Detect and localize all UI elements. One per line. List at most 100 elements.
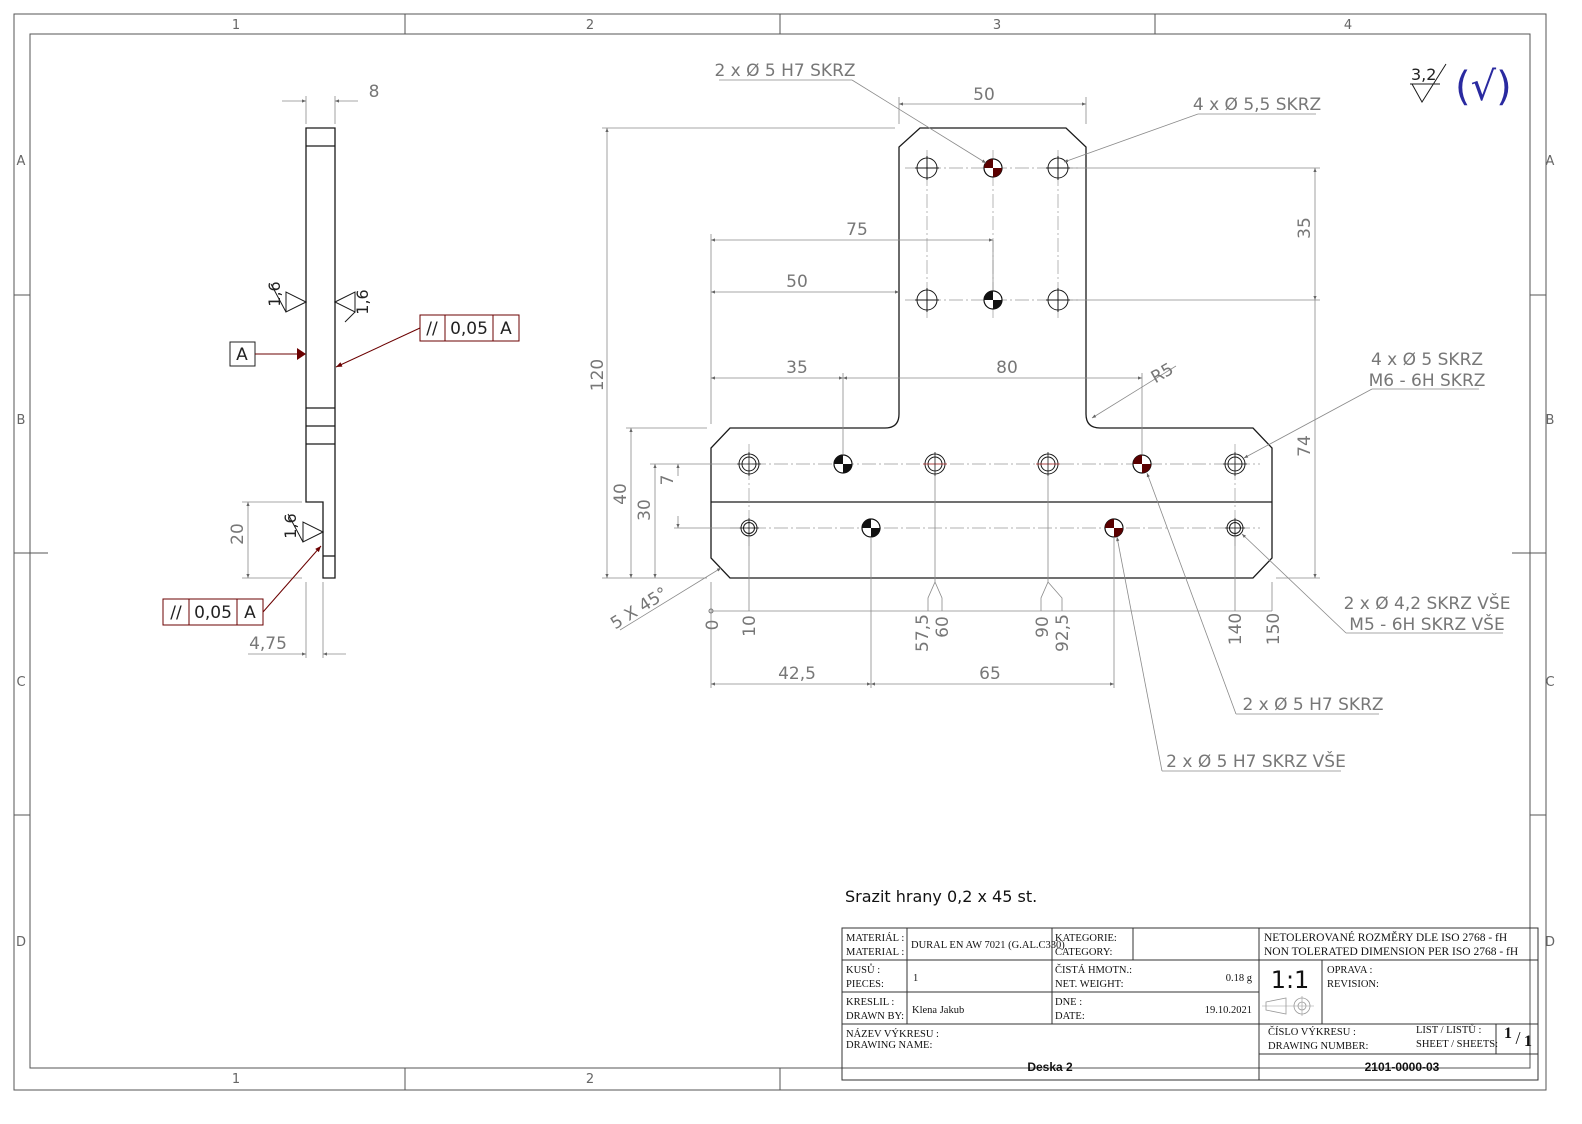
callout-4x-5-5: 4 x Ø 5,5 SKRZ (1193, 95, 1321, 115)
dim-7: 7 (658, 475, 678, 486)
zone-row-d-right: D (1545, 935, 1555, 950)
tb-revision-label: OPRAVA : (1327, 965, 1373, 976)
zone-row-a: A (17, 154, 26, 169)
dim-74: 74 (1295, 435, 1315, 457)
fcf-bottom-tolerance: 0,05 (194, 603, 232, 623)
fcf-top-datum: A (500, 319, 512, 339)
roughness-side-step: 1,6 (281, 513, 300, 538)
dim-80: 80 (996, 358, 1018, 378)
tb-name-label: NÁZEV VÝKRESU : (846, 1028, 939, 1040)
zone-row-a-right: A (1546, 154, 1555, 169)
callout-m5: M5 - 6H SKRZ VŠE (1349, 613, 1504, 635)
dim-40: 40 (611, 483, 631, 505)
tb-revision-label-en: REVISION: (1327, 979, 1379, 990)
tb-sheet-label-en: SHEET / SHEETS: (1416, 1039, 1498, 1050)
zone-row-b-right: B (1546, 413, 1555, 428)
thread-hole-5-icon (739, 518, 759, 538)
dim-chamfer: 5 X 45° (607, 583, 671, 634)
general-roughness-symbol: 3,2 (√) (1410, 63, 1512, 110)
dim-50-left: 50 (786, 272, 808, 292)
tb-scale: 1:1 (1271, 966, 1310, 994)
zone-labels: 1 2 3 4 1 2 A B C D A B C D (16, 18, 1555, 1087)
zone-row-d: D (16, 935, 26, 950)
tb-drawn-label: KRESLIL : (846, 997, 894, 1008)
ordinate-dims: 0 10 57,5 60 90 92,5 140 150 (703, 476, 1284, 688)
ordinate-92-5: 92,5 (1053, 614, 1073, 652)
dim-side-width: 8 (369, 82, 380, 102)
ordinate-140: 140 (1226, 613, 1246, 645)
sheet-frame (13, 13, 1547, 1091)
dim-42-5: 42,5 (778, 664, 816, 684)
tb-material-label: MATERIÁL : (846, 932, 904, 944)
tb-drawn-by: Klena Jakub (912, 1005, 964, 1016)
tb-tolerance-cz: NETOLEROVANÉ ROZMĚRY DLE ISO 2768 - fH (1264, 930, 1507, 944)
zone-col-1-bottom: 1 (232, 1072, 240, 1087)
thread-hole-3-icon (1036, 452, 1060, 476)
tb-tolerance-en: NON TOLERATED DIMENSION PER ISO 2768 - f… (1264, 946, 1518, 958)
dim-30: 30 (635, 499, 655, 521)
tb-sheets: 1 (1524, 1033, 1532, 1050)
dim-35-right: 35 (1295, 217, 1315, 239)
ordinate-10: 10 (740, 615, 760, 637)
dim-75: 75 (846, 220, 868, 240)
tb-sheet: 1 (1504, 1025, 1512, 1042)
ordinate-57-5: 57,5 (913, 614, 933, 652)
tb-sheet-label: LIST / LISTŮ : (1416, 1023, 1482, 1036)
hole-upper-right-mid-icon (1046, 288, 1070, 312)
front-view: 50 75 50 35 80 R5 120 40 30 7 (588, 61, 1510, 772)
zone-col-3: 3 (993, 18, 1001, 33)
tb-pieces: 1 (913, 973, 918, 984)
side-view: 8 20 4,75 1,6 1,6 1,6 A // 0,05 A (162, 82, 520, 658)
callout-pin-bottom: 2 x Ø 5 H7 SKRZ VŠE (1166, 750, 1346, 772)
tb-drawn-label-en: DRAWN BY: (846, 1011, 904, 1022)
zone-row-b: B (17, 413, 26, 428)
tb-name-label-en: DRAWING NAME: (846, 1040, 932, 1051)
tb-number-label: ČÍSLO VÝKRESU : (1268, 1026, 1356, 1038)
thread-hole-4-icon (1223, 452, 1247, 476)
tb-category-label-en: CATEGORY: (1055, 947, 1112, 958)
tb-drawing-name: Deska 2 (1027, 1060, 1073, 1074)
fcf-bottom-datum: A (244, 603, 256, 623)
ordinate-90: 90 (1033, 616, 1053, 638)
thread-hole-1-icon (737, 452, 761, 476)
callout-4x-5: 4 x Ø 5 SKRZ (1371, 350, 1483, 370)
tb-material: DURAL EN AW 7021 (G.AL.C330) (911, 940, 1065, 951)
zone-col-2: 2 (586, 18, 594, 33)
roughness-bracket: (√) (1455, 64, 1512, 110)
callout-4-2: 2 x Ø 4,2 SKRZ VŠE (1344, 592, 1511, 614)
tb-weight-label: ČISTÁ HMOTN.: (1055, 964, 1132, 976)
callout-pin-top: 2 x Ø 5 H7 SKRZ (714, 61, 855, 81)
thread-hole-2-icon (923, 452, 947, 476)
tb-date-label-en: DATE: (1055, 1011, 1085, 1022)
svg-text:/: / (1515, 1028, 1520, 1048)
pin-hole-row1-left-icon (833, 454, 853, 474)
zone-col-1: 1 (232, 18, 240, 33)
tb-weight: 0.18 g (1226, 973, 1253, 984)
dim-side-offset: 4,75 (249, 634, 287, 654)
zone-row-c: C (16, 675, 25, 690)
hole-upper-left-mid-icon (915, 288, 939, 312)
zone-col-4: 4 (1344, 18, 1352, 33)
ordinate-150: 150 (1264, 613, 1284, 645)
dim-radius: R5 (1148, 359, 1178, 388)
svg-text:3,2: 3,2 (1411, 65, 1436, 84)
projection-symbol-icon (1262, 996, 1314, 1016)
fcf-top-symbol: // (426, 319, 438, 339)
dim-35: 35 (786, 358, 808, 378)
general-note: Srazit hrany 0,2 x 45 st. (845, 887, 1037, 906)
tb-weight-label-en: NET. WEIGHT: (1055, 979, 1124, 990)
tb-pieces-label: KUSŮ : (846, 963, 880, 976)
pin-hole-row2-right-icon (1104, 518, 1124, 538)
ordinate-0: 0 (703, 620, 723, 631)
zone-col-2-bottom: 2 (586, 1072, 594, 1087)
fcf-top-tolerance: 0,05 (450, 319, 488, 339)
tb-date: 19.10.2021 (1205, 1005, 1252, 1016)
tb-material-label-en: MATERIAL : (846, 947, 904, 958)
callout-pin-right: 2 x Ø 5 H7 SKRZ (1242, 695, 1383, 715)
pin-hole-row1-right-icon (1132, 454, 1152, 474)
hole-upper-left-top-icon (915, 156, 939, 180)
tb-number-label-en: DRAWING NUMBER: (1268, 1041, 1368, 1052)
tb-pieces-label-en: PIECES: (846, 979, 884, 990)
datum-a-label: A (236, 345, 248, 365)
